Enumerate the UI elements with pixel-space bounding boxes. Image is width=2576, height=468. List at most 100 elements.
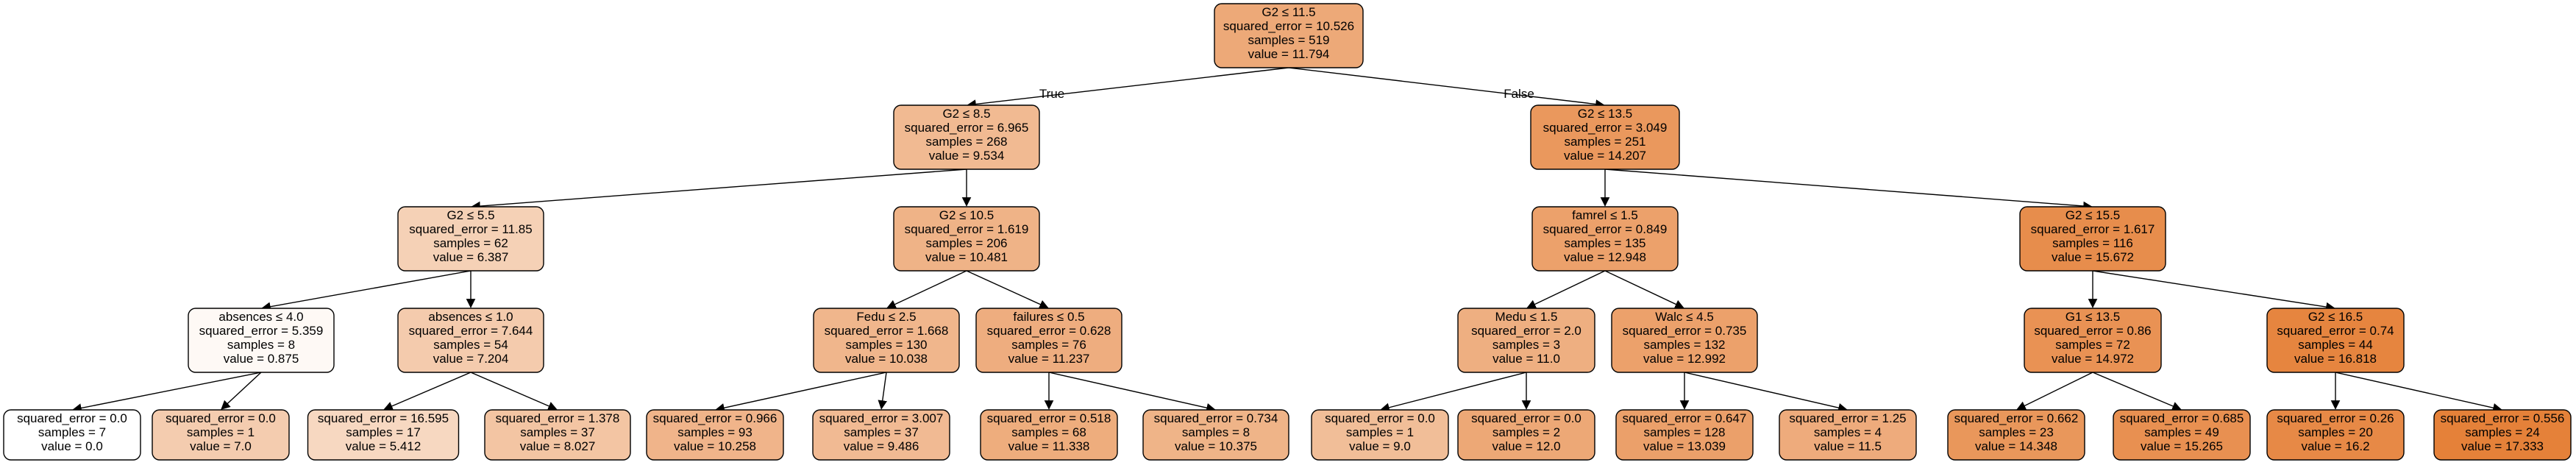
node-line: samples = 4 — [1814, 425, 1882, 439]
tree-edge — [470, 372, 558, 411]
node-box — [980, 409, 1118, 461]
node-box — [1457, 308, 1595, 373]
node-line: squared_error = 0.647 — [1623, 411, 1747, 425]
tree-edge — [1526, 270, 1606, 309]
node-line: squared_error = 0.966 — [653, 411, 778, 425]
node-line: value = 9.0 — [1349, 439, 1411, 453]
node-line: value = 15.265 — [2141, 439, 2223, 453]
node-box — [893, 206, 1040, 272]
tree-edge — [471, 169, 967, 211]
node-line: samples = 1 — [1346, 425, 1414, 439]
node-line: samples = 44 — [2298, 338, 2373, 352]
node-box — [1142, 409, 1289, 461]
tree-edge — [1604, 169, 2093, 211]
node-line: value = 0.875 — [224, 352, 299, 366]
node-line: value = 15.672 — [2052, 250, 2134, 264]
tree-edge — [2092, 372, 2182, 411]
node-line: samples = 8 — [1182, 425, 1250, 439]
node-line: squared_error = 16.595 — [318, 411, 449, 425]
node-line: samples = 206 — [925, 236, 1007, 250]
node-line: G2 ≤ 13.5 — [1578, 107, 1633, 121]
node-line: squared_error = 0.74 — [2277, 324, 2394, 338]
node-line: squared_error = 10.526 — [1223, 19, 1354, 33]
node-line: samples = 24 — [2465, 425, 2540, 439]
node-box — [1457, 409, 1595, 461]
node-line: samples = 268 — [925, 135, 1007, 149]
node-box — [1530, 104, 1680, 170]
node-box — [2433, 409, 2572, 461]
tree-edge — [1604, 270, 1684, 309]
node-box — [3, 409, 141, 461]
node-line: value = 13.039 — [1643, 439, 1726, 453]
node-line: value = 11.794 — [1248, 47, 1330, 61]
node-box — [813, 308, 960, 373]
node-box — [397, 308, 544, 373]
tree-edge — [2016, 372, 2093, 411]
node-line: squared_error = 0.734 — [1154, 411, 1278, 425]
node-line: squared_error = 0.86 — [2034, 324, 2151, 338]
node-line: squared_error = 0.0 — [1471, 411, 1581, 425]
node-line: samples = 62 — [433, 236, 508, 250]
tree-edge — [72, 372, 262, 413]
node-line: samples = 128 — [1643, 425, 1725, 439]
tree-edge — [2335, 372, 2502, 413]
node-line: value = 6.387 — [433, 250, 509, 264]
node-box — [1214, 3, 1364, 68]
tree-edge — [221, 372, 262, 410]
node-line: value = 9.486 — [844, 439, 919, 453]
tree-edge — [1684, 372, 1848, 413]
node-line: value = 11.5 — [1814, 439, 1882, 453]
node-line: value = 16.818 — [2294, 352, 2377, 366]
node-box — [484, 409, 631, 461]
node-box — [2266, 308, 2405, 373]
node-box — [1311, 409, 1449, 461]
node-line: samples = 37 — [844, 425, 919, 439]
node-box — [1615, 409, 1754, 461]
node-line: samples = 17 — [346, 425, 421, 439]
node-line: samples = 72 — [2055, 338, 2130, 352]
node-line: absences ≤ 1.0 — [428, 310, 513, 324]
node-line: samples = 130 — [845, 338, 927, 352]
node-line: squared_error = 0.556 — [2441, 411, 2565, 425]
edge-label-false: False — [1504, 87, 1534, 101]
node-line: G2 ≤ 16.5 — [2308, 310, 2363, 324]
tree-edge — [715, 372, 887, 413]
node-box — [307, 409, 460, 461]
node-line: value = 17.333 — [2461, 439, 2544, 453]
node-line: G1 ≤ 13.5 — [2066, 310, 2121, 324]
node-line: value = 12.992 — [1643, 352, 1726, 366]
tree-edge — [1288, 67, 1605, 109]
node-line: squared_error = 0.518 — [987, 411, 1111, 425]
tree-edge — [1048, 372, 1216, 413]
node-line: G2 ≤ 8.5 — [942, 107, 990, 121]
node-line: value = 14.207 — [1564, 149, 1646, 163]
node-line: value = 10.258 — [674, 439, 756, 453]
node-line: squared_error = 3.007 — [819, 411, 944, 425]
node-box — [1947, 409, 2085, 461]
node-line: squared_error = 0.0 — [17, 411, 127, 425]
node-line: G2 ≤ 5.5 — [446, 208, 494, 222]
node-line: squared_error = 7.644 — [409, 324, 533, 338]
node-line: failures ≤ 0.5 — [1013, 310, 1084, 324]
node-line: value = 10.038 — [845, 352, 928, 366]
node-line: value = 11.338 — [1008, 439, 1090, 453]
node-line: samples = 20 — [2298, 425, 2373, 439]
node-line: G2 ≤ 10.5 — [939, 208, 995, 222]
node-line: samples = 76 — [1011, 338, 1086, 352]
node-line: samples = 1 — [187, 425, 255, 439]
node-line: samples = 8 — [227, 338, 295, 352]
